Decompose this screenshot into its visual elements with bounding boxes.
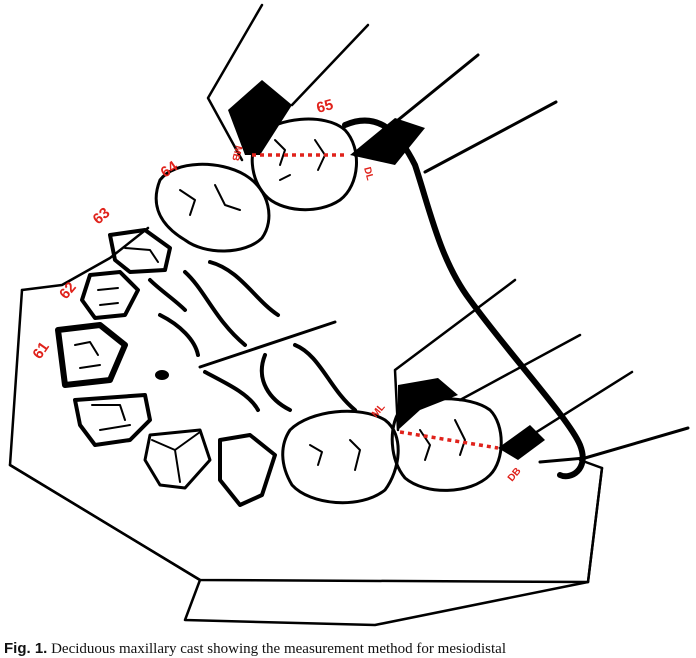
tooth-61 (55, 322, 128, 388)
teeth (55, 117, 503, 507)
figure-caption: Fig. 1. Deciduous maxillary cast showing… (4, 640, 506, 658)
tooth-63 (108, 228, 172, 274)
caption-text: Deciduous maxillary cast showing the mea… (51, 641, 506, 657)
cast-base (8, 226, 604, 627)
tooth-label-65: 65 (315, 96, 336, 117)
tooth-52 (143, 428, 212, 490)
tooth-label-62: 62 (56, 279, 80, 303)
point-label-mb: MB (229, 144, 244, 162)
tooth-lower-d (281, 409, 400, 505)
caliper-lower-right (498, 370, 690, 464)
arch-outline (342, 117, 586, 480)
point-label-ml: ML (370, 402, 388, 420)
tooth-label-61: 61 (29, 339, 52, 362)
caption-prefix: Fig. 1. (4, 640, 48, 657)
tooth-label-63: 63 (90, 204, 114, 228)
incisive-papilla (155, 370, 169, 380)
dental-cast-diagram: 61 62 63 64 65 MB DL ML DB (8, 3, 690, 627)
tooth-62 (80, 270, 140, 320)
point-label-dl: DL (361, 166, 375, 182)
palatal-rugae (148, 260, 357, 412)
tooth-51 (73, 393, 152, 447)
measure-line-lower (399, 430, 499, 450)
tooth-53 (218, 433, 277, 507)
tooth-65 (250, 117, 358, 212)
caliper-upper-left (206, 3, 370, 162)
point-label-db: DB (506, 466, 524, 484)
caliper-lower-left (393, 278, 582, 432)
caliper-upper-right (350, 53, 558, 174)
tooth-64 (154, 162, 271, 253)
